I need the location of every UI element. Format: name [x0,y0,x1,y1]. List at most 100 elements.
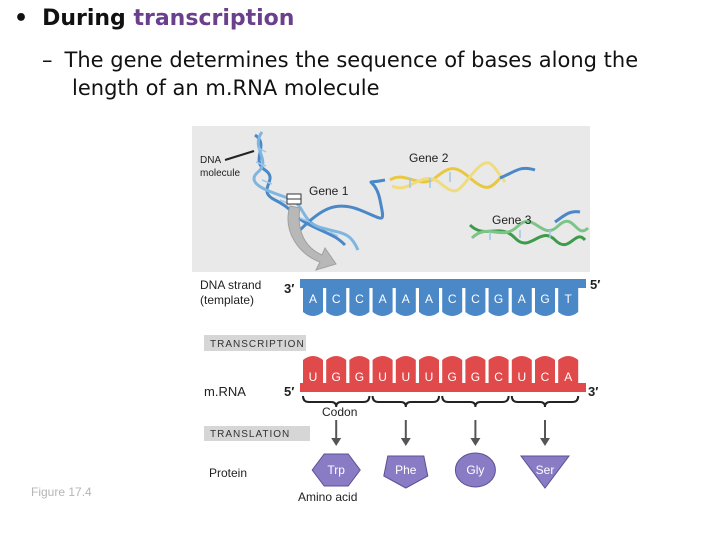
dna-strand-label-line1: DNA strand [200,278,261,292]
dna-base-shape [372,288,393,316]
mrna-base-shape [442,356,463,383]
mrna-base: G [326,356,347,384]
mrna-base-letter: G [448,370,457,384]
translation-arrow-head [331,438,342,446]
mrna-base: U [419,356,439,384]
mrna-base-shape [395,356,416,383]
dna-three-prime: 3′ [284,281,294,296]
mrna-label: m.RNA [204,384,246,399]
dna-base: C [349,288,370,316]
amino-acid-name: Phe [395,463,417,477]
dna-rungs [255,147,551,240]
mrna-base: A [558,356,579,384]
amino-acid-shape [520,455,570,489]
dna-base-letter: C [448,292,457,306]
mrna-base-letter: U [401,370,410,384]
amino-acid-name: Trp [327,463,345,477]
mrna-base: U [511,356,532,384]
mrna-base: C [488,356,509,384]
mrna-base-shape [372,356,393,383]
dna-base-letter: A [425,292,433,306]
dna-base: A [372,288,393,316]
translation-arrow-head [400,438,411,446]
translation-arrow-head [540,438,550,446]
protein-label: Protein [209,466,247,480]
sub-text-line1: The gene determines the sequence of base… [64,48,639,72]
mrna-base-letter: U [378,370,387,384]
amino-acid-shape [454,452,496,488]
mrna-base-shape [326,356,347,383]
codon-label: Codon [322,405,357,419]
mrna-base-shape [303,356,323,383]
mrna-base-letter: A [564,370,572,384]
heading-accent: transcription [133,6,295,31]
mrna-base-letter: U [517,370,526,384]
amino-acid: Phe [383,455,429,489]
mrna-base-shape [511,356,532,383]
dna-five-prime: 5′ [590,277,600,292]
mrna-base-letter: C [494,370,503,384]
dna-base-letter: C [355,292,364,306]
slide-heading: •During transcription [14,6,294,31]
mrna-base: U [303,356,323,384]
codon-brackets [302,395,580,408]
translation-label: TRANSLATION [210,429,290,440]
mrna-base-shape [349,356,370,383]
dna-base-shape [465,288,486,316]
codon-bracket [302,395,371,408]
dna-base: T [558,288,579,316]
dna-base-letter: C [332,292,341,306]
dna-molecule-label-line1: DNA [200,155,221,166]
mrna-base: G [442,356,463,384]
dna-base: A [419,288,439,316]
dna-base-letter: A [402,292,410,306]
mrna-base: U [395,356,416,384]
dna-base-shape [349,288,370,316]
mrna-base: G [349,356,370,384]
translation-bar [204,426,310,441]
dna-base-shape [442,288,463,316]
dna-base: G [488,288,509,316]
mrna-base-letter: U [425,370,434,384]
amino-acid-label: Amino acid [298,490,357,504]
mrna-base-shape [558,356,579,383]
transcription-bar [204,335,306,351]
sub-text-line2: length of an m.RNA molecule [72,76,380,100]
dna-base: C [442,288,463,316]
dna-base-letter: C [471,292,480,306]
dna-panel [192,126,590,272]
dna-base-shape [395,288,416,316]
dna-base: A [511,288,532,316]
dna-base: C [465,288,486,316]
mrna-base-shape [419,356,439,383]
dna-base-shape [558,288,579,316]
dna-base-letter: A [379,292,387,306]
amino-acid-name: Ser [536,463,555,477]
dna-pointer [224,150,255,161]
codon-bracket [371,395,440,408]
amino-acid-name: Gly [466,463,484,477]
dna-base-shape [303,288,323,316]
amino-acid: Gly [454,452,496,488]
mrna-base: U [372,356,393,384]
dna-base-shape [488,288,509,316]
dna-backbone [300,279,586,288]
mrna-base-shape [535,356,555,383]
amino-acid: Trp [311,453,361,487]
sub-dash: – [42,48,53,72]
amino-acid-shape [311,453,361,487]
mrna-three-prime: 3′ [588,384,598,399]
dna-base: C [326,288,347,316]
dna-base-shape [511,288,532,316]
dna-base-letter: G [494,292,503,306]
figure-caption: Figure 17.4 [31,485,92,499]
dna-base-letter: A [518,292,526,306]
dna-base-letter: T [565,292,573,306]
amino-acid: Ser [520,455,570,489]
codon-bracket [441,395,510,408]
mrna-base-letter: C [541,370,550,384]
mrna-base-letter: G [471,370,480,384]
